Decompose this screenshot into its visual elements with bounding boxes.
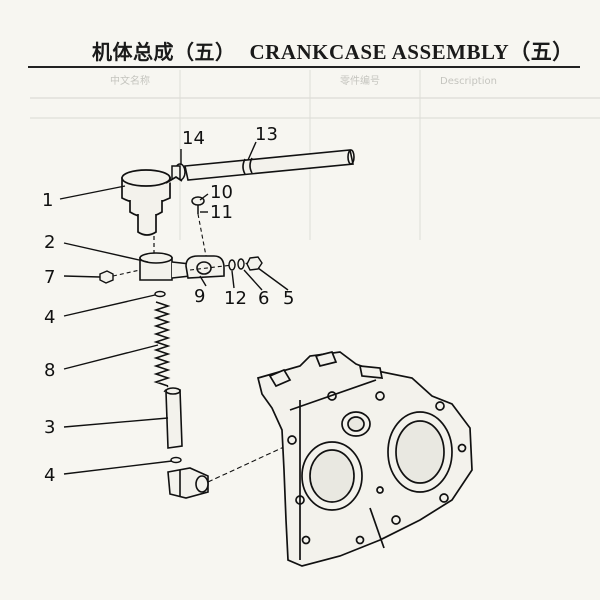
ghost-header-desc: Description <box>440 76 497 87</box>
callout-6: 6 <box>258 288 269 309</box>
ghost-header-cn: 中文名称 <box>110 74 150 87</box>
callout-3: 3 <box>44 417 55 438</box>
part-3-rod <box>165 387 183 449</box>
part-2-bracket <box>139 252 191 281</box>
elbow-fitting <box>167 467 209 499</box>
leader-lines <box>59 141 289 475</box>
callout-12: 12 <box>224 288 247 309</box>
part-1-body <box>121 169 183 236</box>
header-rule <box>28 66 580 68</box>
part-5-nut <box>246 256 263 271</box>
callout-2: 2 <box>44 232 55 253</box>
part-8-spring <box>153 301 171 387</box>
part-4-ring-lower <box>170 456 182 464</box>
part-12-washer <box>228 259 236 271</box>
callout-9: 9 <box>194 286 205 307</box>
part-9-clamp <box>185 255 225 279</box>
part-14-fitting <box>171 163 186 181</box>
ghost-header-part: 零件编号 <box>340 74 380 87</box>
part-4-ring-upper <box>154 290 166 298</box>
callout-14: 14 <box>182 128 205 149</box>
part-13-tube <box>184 149 355 181</box>
callout-13: 13 <box>255 124 278 145</box>
callout-numbers: 1 2 7 4 8 3 4 14 13 10 11 9 12 6 5 <box>42 124 294 486</box>
bleed-through-table: 中文名称 零件编号 Description <box>30 70 600 240</box>
callout-1: 1 <box>42 190 53 211</box>
callout-4-lower: 4 <box>44 465 55 486</box>
crankcase-cover <box>256 350 473 567</box>
part-7-nut <box>99 270 114 284</box>
callout-8: 8 <box>44 360 55 381</box>
part-6-washer <box>237 258 245 270</box>
title-english: CRANKCASE ASSEMBLY（五） <box>249 40 574 64</box>
callout-10: 10 <box>210 182 233 203</box>
callout-5: 5 <box>283 288 294 309</box>
callout-7: 7 <box>44 267 55 288</box>
callout-4: 4 <box>44 307 55 328</box>
callout-11: 11 <box>210 202 233 223</box>
page-header: 机体总成（五） CRANKCASE ASSEMBLY（五） <box>92 36 574 66</box>
title-chinese: 机体总成（五） <box>92 40 236 64</box>
